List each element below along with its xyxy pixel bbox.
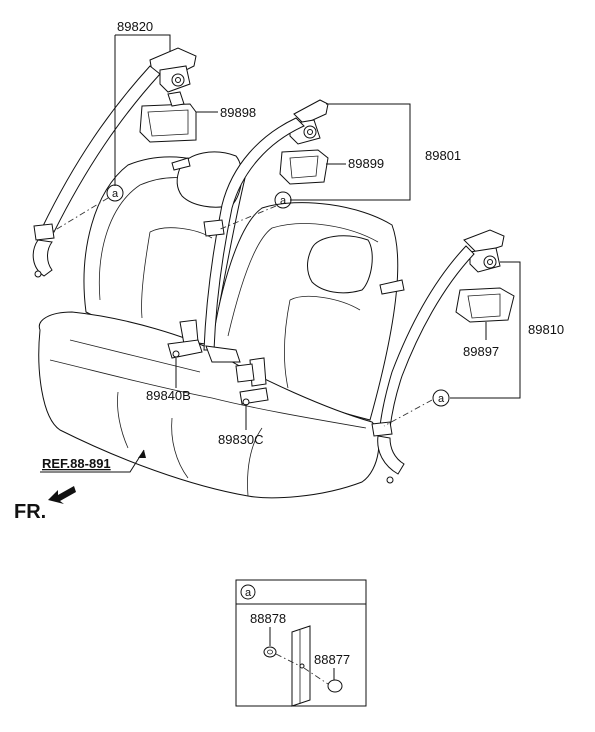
- leader-lines: [40, 34, 521, 473]
- pillar-trim: [291, 625, 311, 707]
- callout-a-left: [106, 184, 124, 202]
- label-89810: 89810: [528, 322, 564, 337]
- label-89899: 89899: [348, 156, 384, 171]
- buckle-89840B: [167, 319, 241, 363]
- headrest-right: [307, 235, 373, 294]
- label-89801: 89801: [425, 148, 461, 163]
- svg-text:a: a: [280, 195, 287, 207]
- seat-belt-89820: [32, 47, 197, 278]
- callout-a-center: [274, 191, 292, 209]
- detail-box-a: a 88878 88877: [235, 579, 367, 707]
- label-88878: 88878: [250, 611, 286, 626]
- svg-text:a: a: [438, 393, 445, 405]
- clip-88877: [327, 679, 343, 693]
- label-89820: 89820: [117, 19, 153, 34]
- svg-text:a: a: [245, 587, 252, 599]
- label-88877: 88877: [314, 652, 350, 667]
- buckle-89830C: [235, 357, 269, 406]
- callout-a-right: [432, 389, 450, 407]
- label-89830C: 89830C: [218, 432, 264, 447]
- label-89898: 89898: [220, 105, 256, 120]
- clip-88878: [263, 646, 277, 658]
- front-arrow-icon: [48, 486, 76, 504]
- label-89897: 89897: [463, 344, 499, 359]
- label-89840B: 89840B: [146, 388, 191, 403]
- seat-belt-89801: [203, 99, 329, 351]
- seat-cushion: [38, 311, 380, 499]
- rear-seat: [38, 151, 405, 499]
- ref-label: REF.88-891: [42, 456, 111, 471]
- callouts: a a a: [106, 184, 450, 407]
- front-indicator: FR.: [14, 486, 76, 523]
- seat-belt-89810: [371, 229, 515, 484]
- fr-label: FR.: [14, 501, 46, 523]
- detail-callout-a: [240, 584, 256, 600]
- part-labels: 89820 89898 89899 89801 89810 89897 8984…: [42, 19, 564, 471]
- detail-box-frame: [235, 579, 367, 707]
- svg-text:a: a: [112, 188, 119, 200]
